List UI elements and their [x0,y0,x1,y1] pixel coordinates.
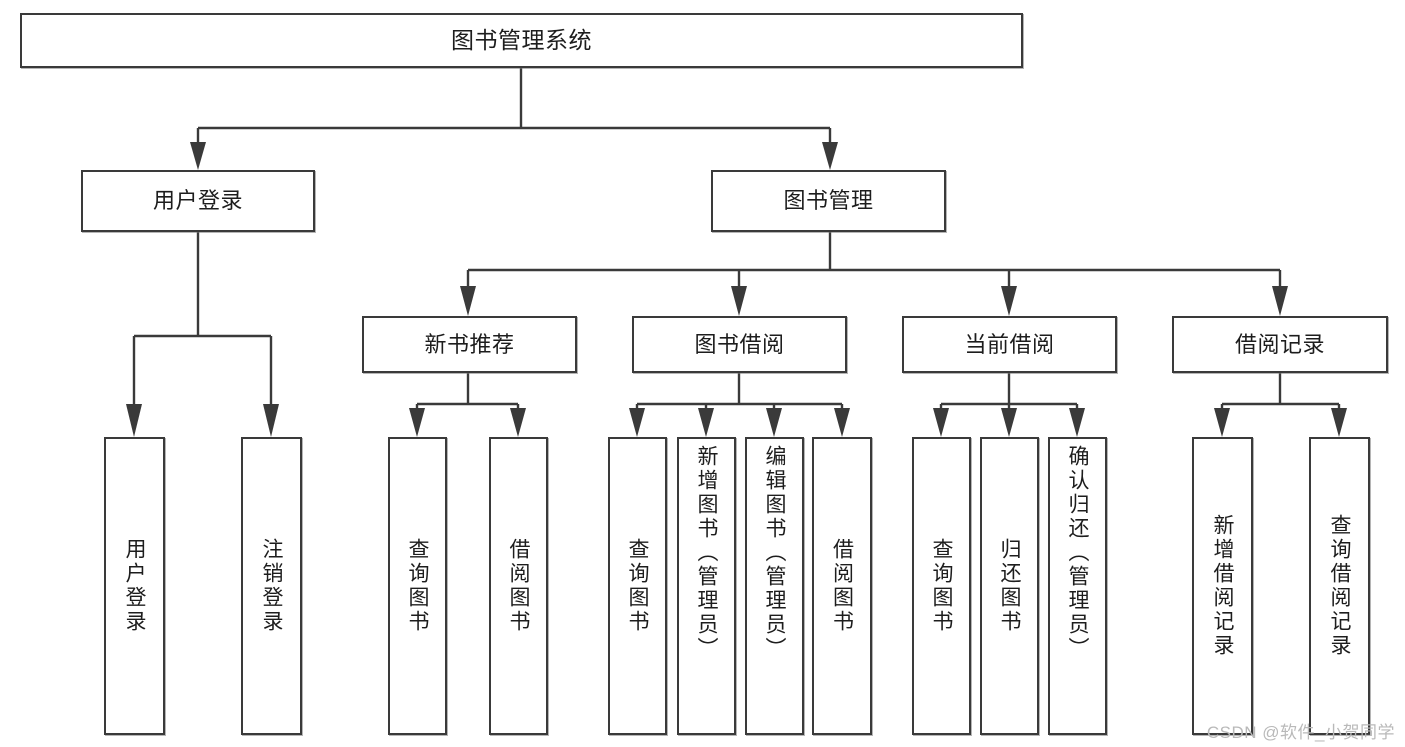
arrow-book-manage-child-2 [731,286,747,316]
node-label: 注销登录 [260,538,283,634]
arrow-book-manage-child-1 [460,286,476,316]
node-user-login[interactable]: 用户登录 [81,170,315,232]
node-label: 查询图书 [626,538,649,634]
leaf-user-login[interactable]: 用户登录 [104,437,165,735]
arrow-borrow-leaf-1 [629,408,645,437]
node-label: 用户登录 [152,188,243,214]
node-label: 查询图书 [930,538,953,634]
arrow-current-leaf-3 [1069,408,1085,437]
node-label: 借阅图书 [830,538,854,634]
arrow-user-login-leaf-1 [126,404,142,437]
node-label: 新增图书（管理员） [695,445,718,661]
node-label: 图书借阅 [694,331,785,357]
arrow-records-leaf-2 [1331,408,1347,437]
leaf-records-query-record[interactable]: 查询借阅记录 [1309,437,1370,735]
leaf-recommend-borrow-book[interactable]: 借阅图书 [489,437,548,735]
node-label: 图书管理 [783,188,874,214]
arrow-book-manage-child-3 [1001,286,1017,316]
node-label: 编辑图书（管理员） [763,445,786,661]
node-borrow-records[interactable]: 借阅记录 [1172,316,1388,373]
csdn-watermark: CSDN @软件_小贺同学 [1206,723,1395,742]
arrow-recommend-leaf-2 [510,408,526,437]
arrow-current-leaf-1 [933,408,949,437]
leaf-recommend-query-book[interactable]: 查询图书 [388,437,447,735]
leaf-borrow-add-book-admin[interactable]: 新增图书（管理员） [677,437,736,735]
arrow-records-leaf-1 [1214,408,1230,437]
node-label: 新增借阅记录 [1211,514,1234,658]
node-label: 查询借阅记录 [1328,514,1351,658]
arrow-borrow-leaf-2 [698,408,714,437]
leaf-borrow-edit-book-admin[interactable]: 编辑图书（管理员） [745,437,804,735]
node-label: 新书推荐 [424,331,515,357]
node-new-book-recommend[interactable]: 新书推荐 [362,316,577,373]
leaf-current-confirm-return-admin[interactable]: 确认归还（管理员） [1048,437,1107,735]
node-label: 当前借阅 [964,331,1055,357]
leaf-borrow-borrow-book[interactable]: 借阅图书 [812,437,872,735]
arrow-current-leaf-2 [1001,408,1017,437]
node-label: 用户登录 [123,538,146,634]
arrow-user-login-leaf-2 [263,404,279,437]
arrow-root-to-user-login [190,142,206,170]
arrow-root-to-book-manage [822,142,838,170]
leaf-current-return-book[interactable]: 归还图书 [980,437,1039,735]
node-book-management[interactable]: 图书管理 [711,170,946,232]
node-current-borrow[interactable]: 当前借阅 [902,316,1117,373]
node-label: 借阅图书 [507,538,530,634]
arrow-borrow-leaf-4 [834,408,850,437]
arrow-book-manage-child-4 [1272,286,1288,316]
leaf-records-add-record[interactable]: 新增借阅记录 [1192,437,1253,735]
leaf-current-query-book[interactable]: 查询图书 [912,437,971,735]
node-label: 确认归还（管理员） [1066,445,1089,661]
node-label: 归还图书 [998,538,1021,634]
leaf-borrow-query-book[interactable]: 查询图书 [608,437,667,735]
node-label: 查询图书 [406,538,429,634]
arrow-recommend-leaf-1 [409,408,425,437]
node-book-borrow[interactable]: 图书借阅 [632,316,847,373]
leaf-logout-login[interactable]: 注销登录 [241,437,302,735]
node-root-system[interactable]: 图书管理系统 [20,13,1023,68]
node-label: 图书管理系统 [451,26,592,53]
node-label: 借阅记录 [1234,331,1325,357]
arrow-borrow-leaf-3 [766,408,782,437]
